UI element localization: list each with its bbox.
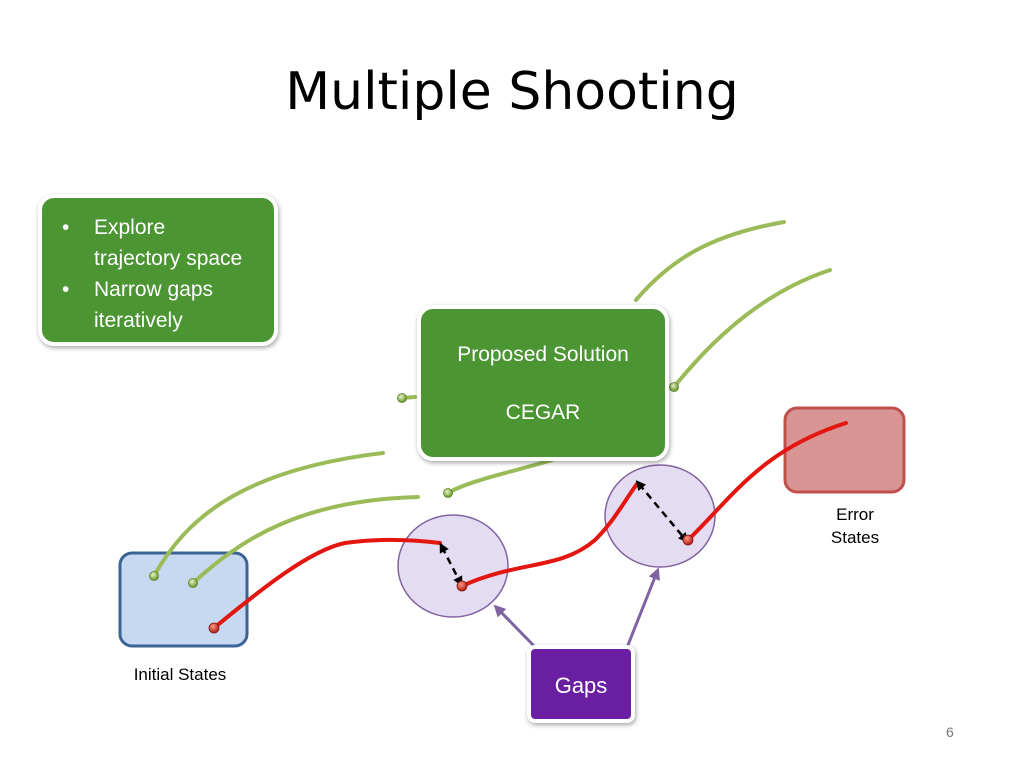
bullet-list: • Explore trajectory space • Narrow gaps… [52,212,262,336]
gaps-pointer-arrow [493,604,540,652]
bullet-item: • Explore trajectory space [52,212,262,274]
red-state-dot [682,534,694,546]
bullet-dot-icon: • [62,216,70,239]
initial-states-label: Initial States [133,665,227,684]
green-trajectory [152,451,385,578]
green-state-dot [149,571,159,581]
page-number: 6 [946,724,954,740]
bullet-callout: • Explore trajectory space • Narrow gaps… [38,194,278,346]
green-state-dot [443,488,453,498]
initial-states-region [118,551,249,648]
green-trajectory [191,495,420,585]
solution-heading: Proposed Solution [457,343,629,366]
bullet-text-line: Explore [94,216,166,239]
gap-distance-arrow [439,542,463,587]
proposed-solution-callout: Proposed Solution CEGAR [417,305,669,461]
bullet-text-line: Narrow gaps [94,278,214,301]
green-state-dot [397,393,407,403]
bullet-text-line: trajectory space [94,247,243,270]
gaps-pointer-arrow [624,567,660,651]
red-trajectory-segment [686,421,848,542]
green-trajectory [446,458,554,495]
green-trajectory [634,220,786,302]
red-state-dot [456,580,468,592]
solution-method: CEGAR [505,401,581,424]
gap-circle-2 [604,464,716,568]
bullet-dot-icon: • [62,278,70,301]
red-trajectory-segment [460,482,639,588]
slide-title: Multiple Shooting [285,62,739,122]
red-state-dot [208,622,220,634]
green-state-dot [188,578,198,588]
red-trajectory-segment [212,537,442,630]
error-states-label: Error States [810,503,900,549]
error-states-region [783,406,906,494]
bullet-item: • Narrow gaps iteratively [52,274,262,336]
bullet-text-line: iteratively [94,309,183,332]
error-states-label-line: Error [836,505,874,524]
green-state-dot [669,382,679,392]
gap-circle-1 [397,514,509,618]
green-trajectory [672,268,832,389]
gaps-label: Gaps [554,673,608,698]
error-states-label-line: States [830,528,880,547]
gaps-callout: Gaps [527,645,635,723]
